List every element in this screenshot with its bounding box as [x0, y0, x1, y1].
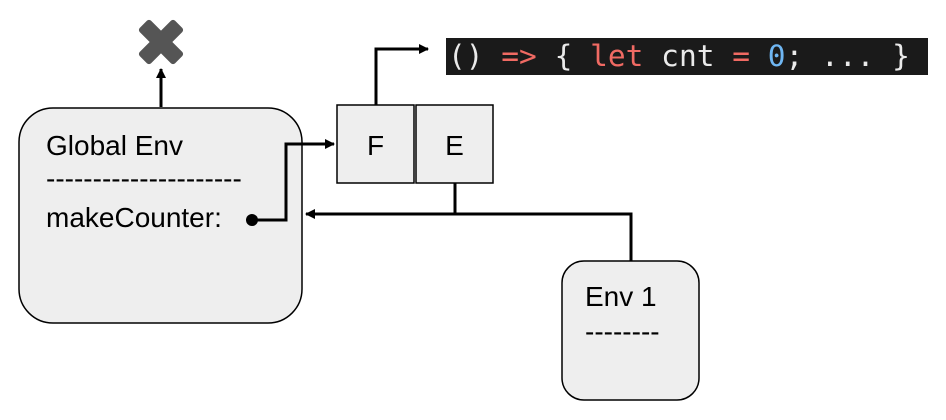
env1-parent-arrow [455, 212, 633, 262]
function-code-snippet: () => { let cnt = 0; ... } [446, 38, 928, 75]
function-env-arrow [305, 183, 457, 219]
global-env-title: Global Env [46, 130, 183, 161]
code-token: = [732, 39, 750, 73]
code-token [750, 39, 768, 73]
function-e-label: E [445, 130, 464, 161]
function-f-label: F [367, 130, 384, 161]
global-env-frame: Global Env --------------------- makeCou… [18, 107, 303, 324]
code-token: ; ... } [785, 39, 910, 73]
function-env-box [415, 104, 494, 184]
code-token: { [536, 39, 591, 73]
function-object: F E [336, 104, 494, 184]
cross-icon [138, 19, 184, 65]
binding-pointer-arrow [252, 139, 335, 222]
global-env-divider: --------------------- [46, 163, 242, 194]
code-token: let [590, 39, 644, 73]
function-code-arrow [374, 44, 429, 105]
env1-frame: Env 1 -------- [561, 260, 700, 401]
env1-divider: -------- [585, 316, 660, 347]
env1-title: Env 1 [585, 281, 657, 312]
code-token: 0 [767, 39, 786, 73]
code-token: cnt [643, 39, 733, 73]
code-token: => [501, 39, 537, 73]
make-counter-binding: makeCounter: [46, 202, 222, 233]
code-token: () [448, 39, 502, 73]
